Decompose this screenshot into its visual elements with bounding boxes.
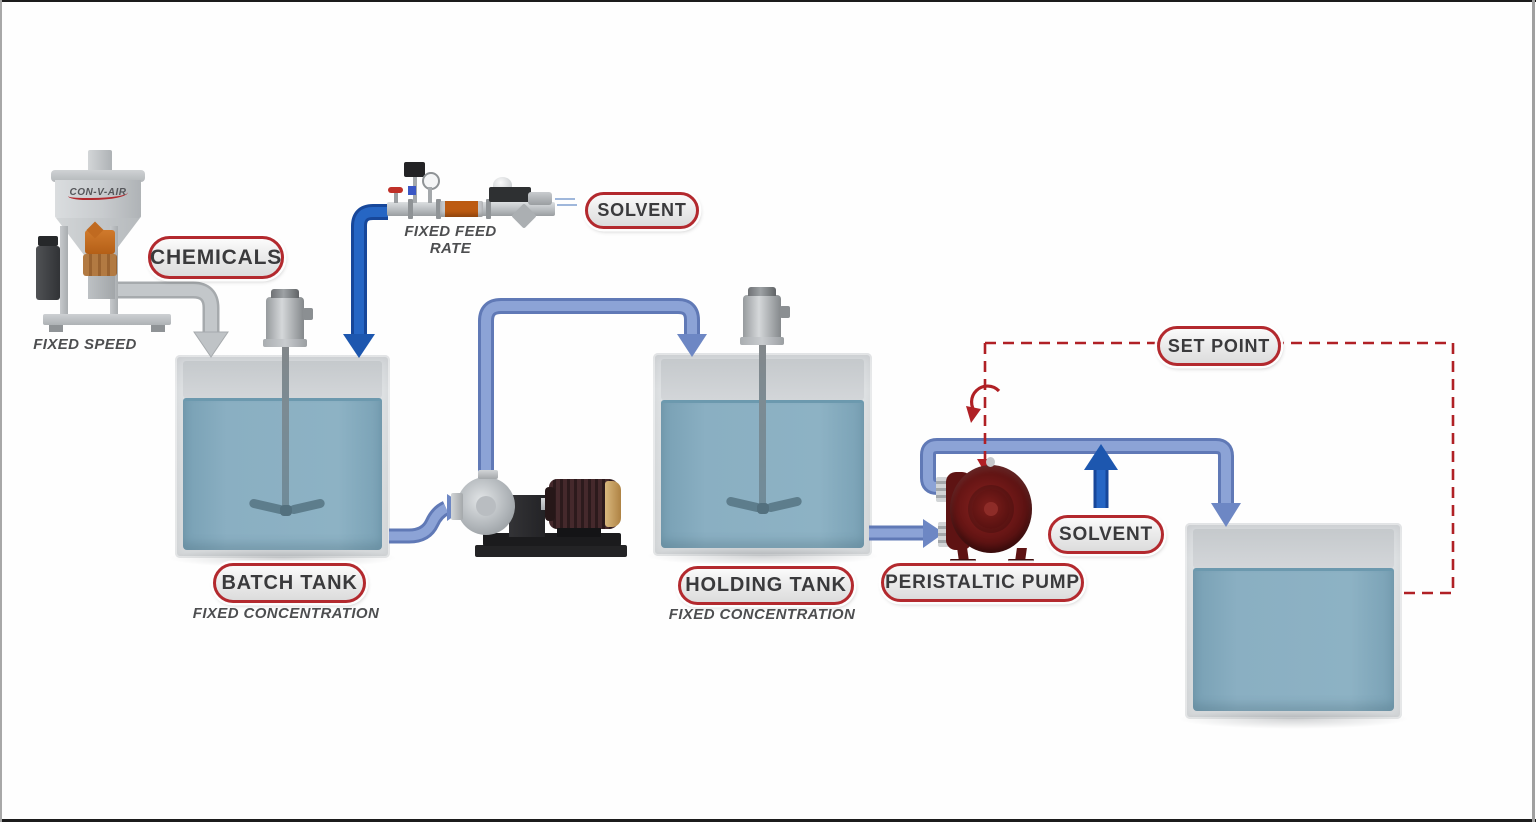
pump-motor [545,479,621,529]
peristaltic-vent-knob [986,457,995,467]
feeder-butterfly-valve [85,230,115,254]
batch-tank-mixer-flange [263,339,307,347]
day-tank-headspace [1193,529,1394,568]
batch-tank-mixer-motor [266,289,313,341]
pipe-flange [408,199,413,219]
solvent-injection-arrow [1084,444,1118,508]
pipe-holding-tank-to-peristaltic-pump [869,519,944,548]
fixed-speed-label: FIXED SPEED [33,336,137,353]
solvent-injection-label-pill: SOLVENT [1048,515,1164,554]
slide-bottom-edge [0,819,1536,822]
slide-top-edge [0,0,1536,2]
regulator-sight-glass [408,186,416,195]
fixed-feed-rate-label: FIXED FEED RATE [404,223,497,257]
feeder-screw-housing [83,254,117,276]
batch-tank-label-pill: BATCH TANK [213,563,366,603]
pump-discharge-flange [478,470,498,479]
peristaltic-pump-label-pill: PERISTALTIC PUMP [881,563,1084,602]
feed-line-stub [557,204,577,206]
chemical-feeder: CON-V-AIR [36,146,238,360]
day-tank [1177,523,1410,729]
batch-tank-fixed-concentration-label: FIXED CONCENTRATION [192,605,380,622]
setpoint-dashed-line [977,341,1455,595]
pump-volute [457,477,515,535]
feeder-base-frame [43,314,171,332]
valve-actuator [528,192,552,205]
holding-tank-impeller-hub [757,503,769,514]
holding-tank-mixer-shaft [759,343,766,511]
feeder-hopper-body: CON-V-AIR [55,180,141,218]
set-point-label-pill: SET POINT [1157,326,1281,366]
feeder-leg [60,226,68,318]
holding-tank-mixer-flange [740,337,784,345]
gauge-stem [428,187,432,203]
day-tank-water [1193,568,1394,711]
pipe-pump-to-holding-tank [478,298,707,480]
feeder-brand-logo: CON-V-AIR [67,187,129,200]
motor-foot [557,528,601,537]
feeder-lid [51,170,145,182]
feeder-drive-motor [36,236,60,300]
peristaltic-foot [1008,559,1034,563]
solvent-feed-line-assembly [382,158,582,230]
pipe-peristaltic-pump-to-day-tank [920,438,1241,527]
holding-tank-label-pill: HOLDING TANK [678,566,854,605]
manual-valve-handwheel-icon [388,187,403,193]
slide-left-edge [0,0,2,822]
peristaltic-pump [920,440,1044,564]
slide-right-edge [1532,0,1535,822]
feed-line-tail [555,198,575,200]
transfer-pump [451,437,627,561]
pipe-chemicals-to-batch-tank [114,281,229,358]
pipe-flange [436,199,441,219]
solvent-feed-label-pill: SOLVENT [585,192,699,229]
rotation-arrow-icon [966,384,1001,423]
peristaltic-casing [950,465,1032,553]
chemicals-label-pill: CHEMICALS [148,236,284,279]
manual-valve-stem [394,193,398,203]
pressure-regulator [404,162,425,177]
pump-suction-flange [451,493,463,520]
holding-tank-mixer-motor [743,287,790,339]
holding-tank-fixed-concentration-label: FIXED CONCENTRATION [668,606,856,623]
flow-meter [440,201,483,217]
feeder-drop-chute [88,276,115,299]
batch-tank-impeller-hub [280,505,292,516]
pump-base-plate [475,545,627,557]
pipe-flange [486,199,491,219]
pump-pedestal [509,495,545,537]
peristaltic-foot [950,559,976,563]
batch-tank-mixer-shaft [282,345,289,513]
pipe-solvent-feed-to-batch-tank [343,204,388,358]
solenoid-valve-body [489,187,531,202]
